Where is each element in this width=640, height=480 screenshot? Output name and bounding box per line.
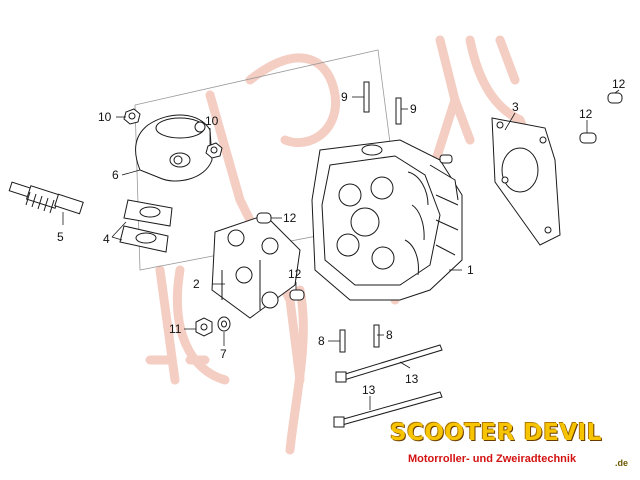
spark-plug xyxy=(8,181,84,215)
scooter-devil-logo: SCOOTER DEVIL Motorroller- und Zweiradte… xyxy=(390,420,630,480)
rocker-holder xyxy=(211,212,305,319)
devil-watermark xyxy=(145,35,545,455)
callout-7: 7 xyxy=(220,347,227,361)
callout-12b: 12 xyxy=(288,267,302,281)
logo-tagline: Motorroller- und Zweiradtechnik xyxy=(408,453,577,465)
callout-13b: 13 xyxy=(362,383,376,397)
head-gasket xyxy=(491,117,561,246)
callout-1: 1 xyxy=(467,263,474,277)
leader-lines xyxy=(62,89,620,410)
callout-12a: 12 xyxy=(283,211,297,225)
callout-5: 5 xyxy=(57,230,64,244)
dowel-pins xyxy=(579,92,623,144)
callout-8b: 8 xyxy=(386,328,393,342)
callout-4: 4 xyxy=(103,232,110,246)
logo-domain: .de xyxy=(615,458,629,468)
callout-13a: 13 xyxy=(405,372,419,386)
callout-2: 2 xyxy=(193,277,200,291)
intake-gasket xyxy=(119,199,173,253)
cylinder-head xyxy=(311,139,463,301)
callout-9a: 9 xyxy=(341,90,348,104)
callout-12c: 12 xyxy=(579,107,593,121)
long-bolts xyxy=(333,344,443,428)
callout-12d: 12 xyxy=(612,77,626,91)
callout-10b: 10 xyxy=(205,114,219,128)
callout-9b: 9 xyxy=(410,102,417,116)
logo-wordmark: SCOOTER DEVIL xyxy=(390,420,602,446)
callout-10a: 10 xyxy=(98,110,112,124)
callout-11: 11 xyxy=(169,322,182,336)
callout-8a: 8 xyxy=(318,334,325,348)
callout-6: 6 xyxy=(112,168,119,182)
nut-10 xyxy=(123,108,223,159)
callouts: 1 2 3 4 5 6 7 8 8 9 9 10 10 11 12 12 12 … xyxy=(57,77,626,397)
intake-manifold xyxy=(135,114,213,182)
callout-3: 3 xyxy=(512,100,519,114)
nut-washer xyxy=(195,316,231,337)
